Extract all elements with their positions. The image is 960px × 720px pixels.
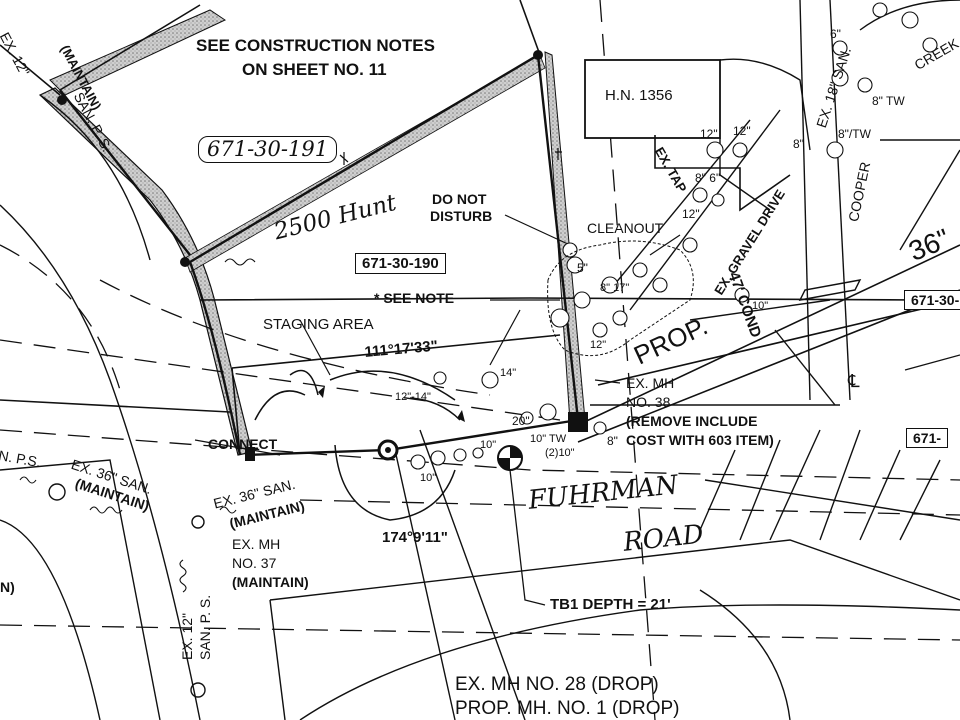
parcel-right-box: 671-30- — [904, 290, 960, 310]
ex-mh37-line3: (MAINTAIN) — [232, 574, 309, 590]
tree-10tw-label: 10" TW — [530, 433, 567, 445]
tree-8-17-label: 8" 17" — [600, 282, 630, 294]
tree-8tw-label: 8" TW — [872, 94, 905, 108]
dim-12-14-label: 12"-14" — [395, 391, 431, 403]
test-boring-symbol — [497, 445, 523, 471]
parcel-handwritten: 671-30-191 — [198, 136, 338, 163]
tree-6-right-label: 6" — [830, 27, 841, 41]
san-ps-bottom-label: SAN. P. S. — [197, 594, 213, 660]
tree-10-low-label: 10" — [420, 472, 437, 484]
connect-label: CONNECT — [208, 436, 278, 452]
construction-limits — [59, 53, 580, 457]
do-not-label: DO NOT — [432, 191, 487, 207]
tree-20-label: 20" — [512, 414, 530, 428]
angle-174-label: 174°9'11" — [382, 529, 448, 546]
ex-mh28-label: EX. MH NO. 28 (DROP) — [455, 674, 659, 695]
manhole-38-symbol — [568, 412, 588, 432]
tree-10-right-label: 10" — [752, 300, 769, 312]
disturb-label: DISTURB — [430, 208, 493, 224]
tree-6-10-label: 8" 6" — [695, 171, 721, 185]
tree-12-b-label: 12" — [733, 124, 751, 138]
ex-mh37-line1: EX. MH — [232, 536, 281, 552]
tree-12-a-label: 12" — [700, 127, 718, 141]
prop-mh1-label: PROP. MH. NO. 1 (DROP) — [455, 698, 680, 719]
easement-band-right — [544, 51, 586, 423]
staging-area-label: STAGING AREA — [263, 316, 374, 333]
see-note-label: * SEE NOTE — [374, 290, 455, 306]
cleanout-label: CLEANOUT — [587, 220, 664, 236]
ex-mh38-line1: EX. MH — [626, 375, 675, 391]
see-notes-line1: SEE CONSTRUCTION NOTES — [196, 36, 435, 55]
tree-12-c-label: 12" — [682, 207, 700, 221]
tree-8-label: 8" — [607, 434, 618, 448]
tree-14-label: 14" — [500, 367, 517, 379]
ex-mh38-line4: COST WITH 603 ITEM) — [626, 432, 774, 448]
tb1-depth-label: TB1 DEPTH = 21' — [550, 596, 671, 613]
ex-mh38-line2: NO. 38 — [626, 394, 671, 410]
tree-8-right-label: 8" — [793, 137, 804, 151]
see-notes-line2: ON SHEET NO. 11 — [242, 60, 387, 79]
tree-symbols — [410, 2, 938, 470]
road-handwritten: ROAD — [621, 519, 706, 558]
parcel-right-box-2: 671- — [906, 428, 949, 448]
left-edge-label: N) — [0, 579, 15, 595]
house-outline — [584, 59, 721, 139]
ex12-bottom-label: EX. 12" — [179, 613, 195, 660]
tree-8tw2-label: 8"/TW — [838, 127, 871, 141]
ex-mh37-line2: NO. 37 — [232, 555, 277, 571]
house-number-label: H.N. 1356 — [605, 87, 673, 104]
tree-10-near-label: 10" — [480, 439, 497, 451]
easement-band-mid — [184, 54, 546, 273]
parcel-box: 671-30-190 — [355, 253, 446, 274]
tree-5-label: 5" — [577, 261, 588, 275]
ex-mh38-line3: (REMOVE INCLUDE — [626, 413, 758, 429]
centerline-symbol: ℄ — [848, 371, 860, 391]
tree-2x10-label: (2)10" — [545, 447, 575, 459]
tree-12-d-label: 12" — [590, 339, 607, 351]
